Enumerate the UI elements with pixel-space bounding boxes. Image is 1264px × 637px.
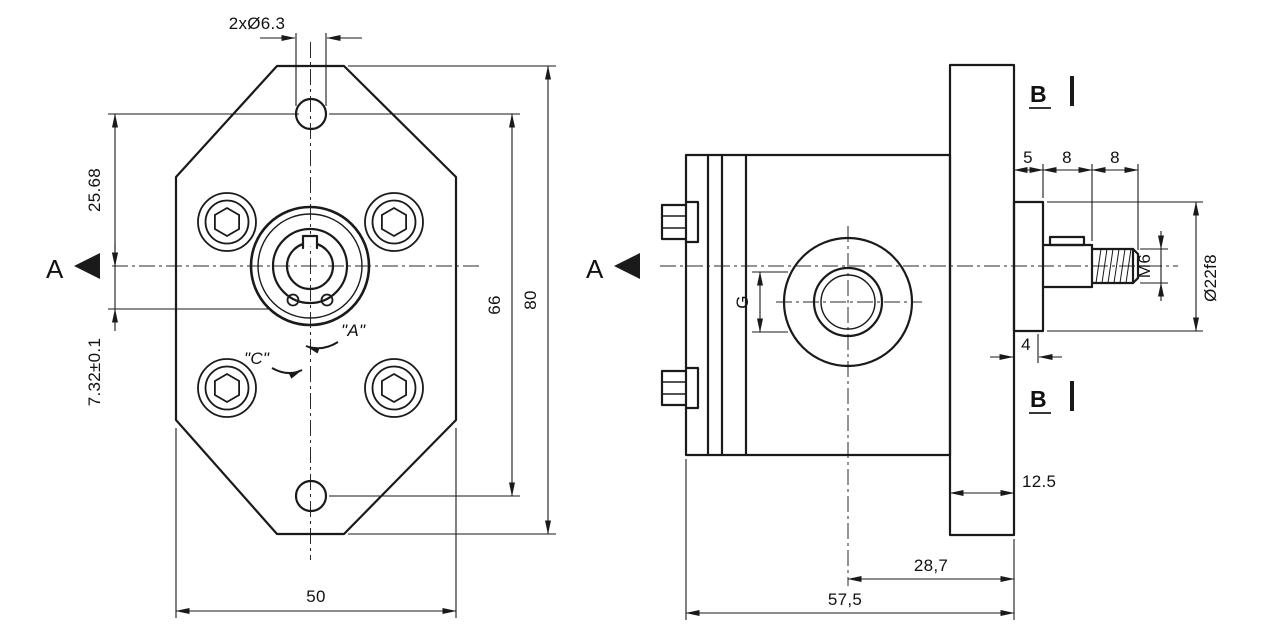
dim-upper-offset: 25.68 xyxy=(85,113,299,267)
dim-hole-spacing: 66 xyxy=(329,113,520,497)
side-centerlines xyxy=(660,226,1178,586)
shaft-pilot-boss xyxy=(249,205,371,327)
bottom-mounting-hole xyxy=(294,479,328,513)
dim-top-holes: 2xØ6.3 xyxy=(229,14,362,106)
port-g-label: G xyxy=(733,295,752,309)
dim-bearing-dia-text: Ø22f8 xyxy=(1201,254,1220,302)
keyway-slot xyxy=(301,234,319,250)
socket-screw-bottom-left xyxy=(197,358,257,418)
dim-hole-spacing-text: 66 xyxy=(485,295,504,315)
rotation-label-c: "C" xyxy=(244,349,270,368)
dim-shaft-steps: 5 8 8 xyxy=(1013,148,1139,250)
section-b-marker-top: B xyxy=(1029,76,1074,109)
socket-screw-top-left xyxy=(197,192,257,252)
front-view: "A" "C" A 2xØ6.3 25.68 7.32±0.1 xyxy=(46,14,556,618)
port-g-marker: G xyxy=(733,271,788,333)
dim-flange-width-text: 50 xyxy=(306,587,326,606)
rotation-arrow-c-icon xyxy=(271,367,303,379)
thread-hatching xyxy=(1095,248,1132,284)
section-b-bottom-label: B xyxy=(1030,386,1047,412)
dim-top-holes-text: 2xØ6.3 xyxy=(229,14,286,33)
section-a-arrow-icon xyxy=(74,253,100,279)
section-b-top-label: B xyxy=(1030,81,1047,107)
mounting-flange-plate xyxy=(948,63,1045,537)
bearing-boss xyxy=(1012,200,1045,333)
dim-flange-thickness: 12.5 xyxy=(949,472,1056,496)
rotation-arrow-a-icon xyxy=(305,341,339,354)
dim-flange-height-text: 80 xyxy=(521,290,540,310)
tie-bolt-bottom xyxy=(660,366,700,410)
body-bore xyxy=(782,236,914,368)
socket-screw-bottom-right xyxy=(364,358,424,418)
dim-thread-text: M6 xyxy=(1135,254,1154,278)
dim-4-text: 4 xyxy=(1021,335,1031,354)
socket-screw-top-right xyxy=(364,192,424,252)
rotation-label-a: "A" xyxy=(341,321,366,340)
dim-shaft-8b-text: 8 xyxy=(1110,148,1120,167)
seal-pin-hole-left xyxy=(286,293,300,307)
rotation-direction-c: "C" xyxy=(244,349,303,379)
pump-body xyxy=(684,153,952,457)
seal-pin-hole-right xyxy=(320,293,334,307)
section-a-label-side: A xyxy=(586,254,604,284)
section-a-marker-side: A xyxy=(586,253,640,284)
dim-lower-offset-text: 7.32±0.1 xyxy=(85,338,104,406)
section-b-marker-bottom: B xyxy=(1029,381,1074,414)
side-view: A B B 5 8 8 xyxy=(586,63,1220,620)
drive-shaft xyxy=(1041,235,1140,289)
flange-outline xyxy=(174,64,458,536)
dim-flange-thickness-text: 12.5 xyxy=(1022,472,1056,491)
rotation-direction-a: "A" xyxy=(305,321,366,354)
dim-upper-offset-text: 25.68 xyxy=(85,168,104,212)
dim-57-5-text: 57,5 xyxy=(828,590,862,609)
dim-57-5: 57,5 xyxy=(685,459,1015,620)
dim-lower-offset: 7.32±0.1 xyxy=(85,244,268,406)
tie-bolt-top xyxy=(660,200,700,244)
dim-step-5-text: 5 xyxy=(1023,148,1033,167)
dim-step-4: 4 xyxy=(990,334,1062,363)
dim-flange-width: 50 xyxy=(175,428,457,618)
section-a-label: A xyxy=(46,254,64,284)
dim-flange-height: 80 xyxy=(348,65,556,535)
section-a-marker-front: A xyxy=(46,253,100,284)
dim-thread-m6: M6 xyxy=(1135,231,1168,301)
dim-bearing-diameter: Ø22f8 xyxy=(1047,201,1220,332)
dim-28-7: 28,7 xyxy=(847,539,1015,620)
dim-28-7-text: 28,7 xyxy=(914,556,948,575)
shaft-key xyxy=(1048,235,1086,247)
section-a-arrow-icon-side xyxy=(614,253,640,279)
dim-shaft-8a-text: 8 xyxy=(1062,148,1072,167)
